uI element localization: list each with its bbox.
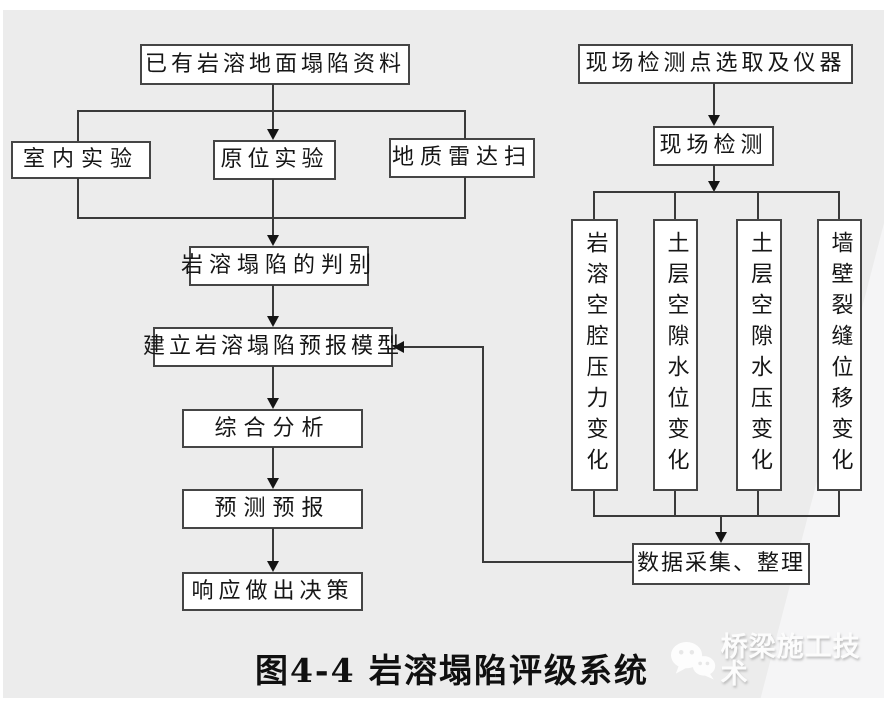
connector-line — [272, 447, 274, 479]
connector-line — [838, 191, 840, 219]
node-build-collapse-prediction-model: 建立岩溶塌陷预报模型 — [143, 327, 399, 367]
watermark-text: 桥梁施工技术 — [720, 632, 861, 690]
connector-line — [757, 491, 759, 517]
node-prediction-forecast: 预测预报 — [182, 489, 363, 529]
connector-line — [404, 346, 484, 348]
arrowhead-down-icon — [708, 115, 720, 126]
connector-line — [272, 179, 274, 236]
connector-line — [594, 191, 840, 193]
arrowhead-down-icon — [715, 532, 727, 543]
node-wall-crack-displacement-change: 墙壁裂缝位移变化 — [817, 219, 862, 491]
connector-line — [77, 217, 466, 219]
node-karst-cavity-pressure-change: 岩溶空腔压力变化 — [571, 219, 618, 491]
connector-line — [272, 285, 274, 317]
connector-line — [482, 561, 632, 563]
connector-line — [594, 515, 840, 517]
connector-line — [593, 491, 595, 517]
arrowhead-down-icon — [267, 398, 279, 409]
node-indoor-experiment: 室内实验 — [11, 141, 151, 179]
arrowhead-down-icon — [267, 478, 279, 489]
node-site-detection-point-selection: 现场检测点选取及仪器 — [578, 44, 853, 84]
connector-line — [464, 110, 466, 139]
connector-line — [674, 491, 676, 517]
node-karst-collapse-discrimination: 岩溶塌陷的判别 — [181, 246, 371, 286]
connector-line — [838, 491, 840, 517]
arrowhead-down-icon — [267, 235, 279, 246]
connector-line — [272, 84, 274, 130]
connector-line — [272, 528, 274, 562]
watermark: 桥梁施工技术 — [670, 634, 884, 688]
wechat-icon — [670, 642, 716, 680]
connector-line — [464, 177, 466, 219]
connector-line — [674, 191, 676, 219]
arrowhead-left-icon — [393, 341, 404, 353]
node-data-collection-sorting: 数据采集、整理 — [632, 543, 810, 585]
node-soil-pore-water-pressure-change: 土层空隙水压变化 — [736, 219, 782, 491]
connector-line — [593, 191, 595, 219]
connector-line — [482, 346, 484, 563]
connector-line — [757, 191, 759, 219]
node-in-situ-experiment: 原位实验 — [213, 140, 336, 180]
arrowhead-down-icon — [267, 561, 279, 572]
connector-line — [713, 83, 715, 116]
node-site-detection: 现场检测 — [653, 126, 774, 166]
connector-line — [720, 515, 722, 533]
arrowhead-down-icon — [708, 181, 720, 192]
node-soil-pore-water-level-change: 土层空隙水位变化 — [653, 219, 698, 491]
node-response-decision: 响应做出决策 — [182, 572, 363, 611]
arrowhead-down-icon — [267, 316, 279, 327]
node-existing-karst-collapse-data: 已有岩溶地面塌陷资料 — [140, 44, 410, 85]
figure-caption: 图4-4 岩溶塌陷评级系统 — [254, 651, 650, 690]
connector-line — [272, 366, 274, 399]
connector-line — [77, 110, 466, 112]
connector-line — [713, 165, 715, 182]
node-comprehensive-analysis: 综合分析 — [182, 409, 363, 448]
node-geological-radar-scan: 地质雷达扫 — [389, 138, 535, 178]
arrowhead-down-icon — [267, 129, 279, 140]
connector-line — [77, 110, 79, 141]
connector-line — [77, 178, 79, 219]
